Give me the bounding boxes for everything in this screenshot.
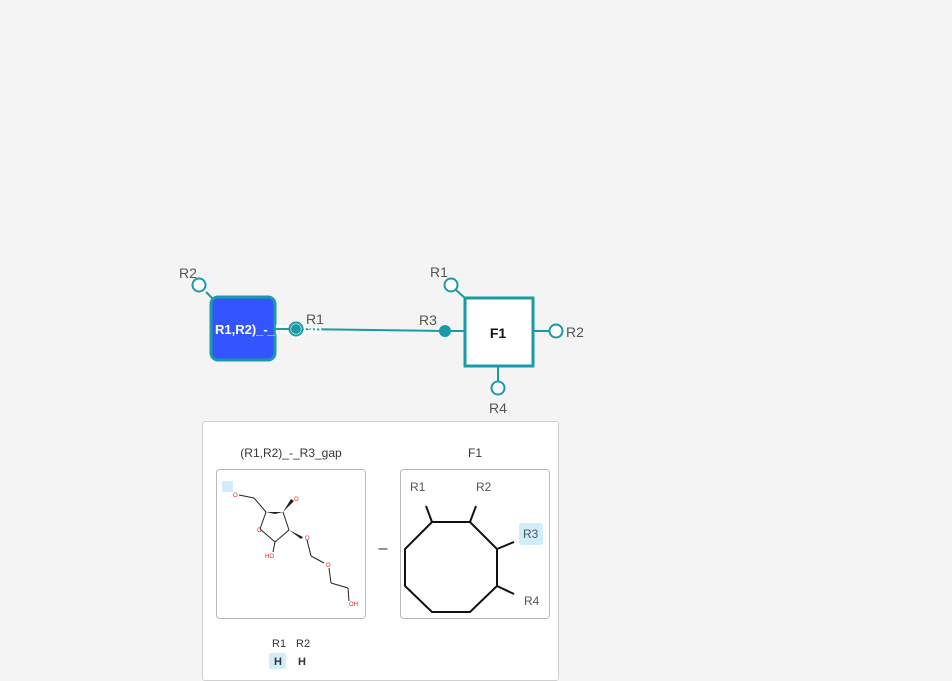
- r1-label: R1: [410, 480, 426, 494]
- molecule-separator: –: [378, 540, 388, 557]
- atom-o5: O: [326, 563, 331, 569]
- cyclooctane-structure: R1 R2 R3 R4: [404, 480, 543, 613]
- port-r4-handle[interactable]: [490, 380, 506, 396]
- port-r3-handle[interactable]: [439, 325, 451, 337]
- port-r4-label: R4: [489, 400, 507, 416]
- r3-highlight: [519, 523, 543, 545]
- port-r2-label: R2: [179, 265, 197, 281]
- port-r1-handle[interactable]: [443, 277, 459, 293]
- left-molecule-title: (R1,R2)_-_R3_gap: [240, 446, 342, 460]
- right-molecule-view: R1 R2 R3 R4: [400, 469, 550, 619]
- legend-val-r2: H: [298, 656, 306, 668]
- node-f1-title: F1: [490, 325, 507, 341]
- r4-label: R4: [524, 594, 540, 608]
- sugar-structure: O O O O O HO OH: [222, 481, 358, 608]
- left-molecule-view: O O O O O HO OH: [216, 469, 366, 619]
- atom-oh: OH: [349, 602, 358, 608]
- port-r3-label: R3: [419, 312, 437, 328]
- node-r1r2-r3-gap[interactable]: R2 R1,R2)_-_R3_gap R1: [179, 265, 324, 362]
- atom-o3: O: [294, 497, 299, 503]
- atom-o1: O: [233, 493, 238, 499]
- port-r2-label: R2: [566, 324, 584, 340]
- port-r1-label: R1: [430, 264, 448, 280]
- attachment-highlight: [222, 481, 233, 492]
- node-f1-box[interactable]: [463, 296, 535, 368]
- legend-r1-highlight: [269, 653, 286, 669]
- diagram-canvas: R2 R1,R2)_-_R3_gap R1 R1 R3 F1 R2 R4: [179, 264, 584, 416]
- node-f1[interactable]: R1 R3 F1 R2 R4: [419, 264, 584, 416]
- port-r2-handle[interactable]: [548, 323, 564, 339]
- right-molecule-title: F1: [467, 446, 482, 460]
- preview-panel: (R1,R2)_-_R3_gap F1: [202, 421, 559, 681]
- atom-o4: O: [305, 536, 310, 542]
- legend-col-r2: R2: [296, 638, 311, 650]
- port-r1-label: R1: [306, 311, 324, 327]
- r3-label: R3: [523, 527, 539, 541]
- legend-val-r1: H: [274, 656, 282, 668]
- r2-label: R2: [476, 480, 492, 494]
- legend-col-r1: R1: [272, 638, 287, 650]
- atom-o2: O: [257, 528, 262, 534]
- port-r2-handle[interactable]: [191, 277, 207, 293]
- atom-ho: HO: [265, 554, 274, 560]
- connection-edge[interactable]: [295, 328, 446, 332]
